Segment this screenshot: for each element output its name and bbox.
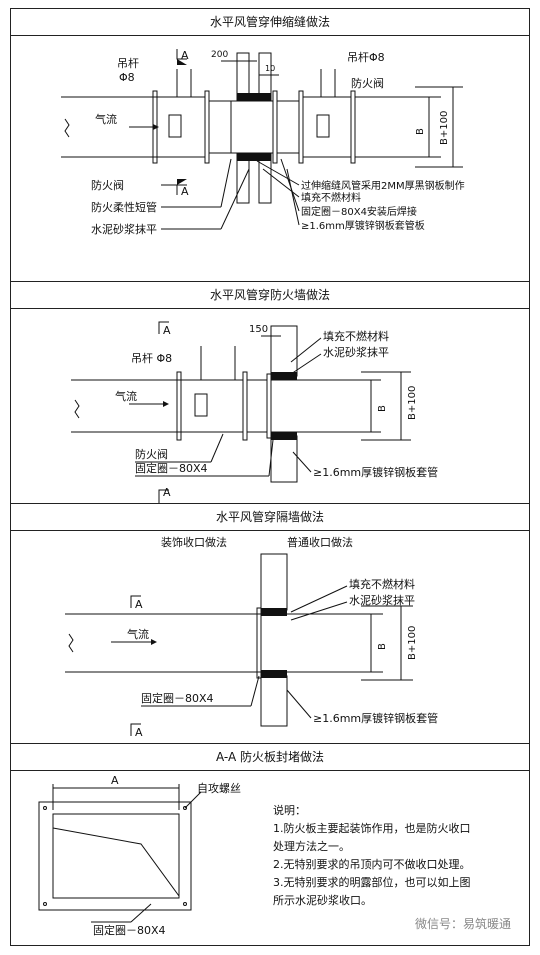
partition-wall-drawing: 装饰收口做法 普通收口做法 A A 填充不燃材料 水泥砂浆抹平 气流 B B+1… xyxy=(65,535,438,739)
fire-wall-drawing: A A 吊杆 Φ8 150 填充不燃材料 水泥砂浆抹平 气流 B B+100 防… xyxy=(71,321,438,504)
note-1b: 处理方法之一。 xyxy=(273,840,350,853)
dim-10: 10 xyxy=(265,64,275,73)
panel-title: A-A 防火板封堵做法 xyxy=(11,744,529,771)
mortar-label: 水泥砂浆抹平 xyxy=(91,222,157,236)
mortar-label: 水泥砂浆抹平 xyxy=(323,345,389,359)
dim-b: B xyxy=(377,405,388,412)
panel-partition-wall: 水平风管穿隔墙做法 xyxy=(11,503,529,744)
panel-title: 水平风管穿隔墙做法 xyxy=(11,504,529,531)
panel-title: 水平风管穿伸缩缝做法 xyxy=(11,9,529,36)
screw-label: 自攻螺丝 xyxy=(197,781,241,795)
flex-duct-label: 防火柔性短管 xyxy=(91,200,157,214)
airflow-label: 气流 xyxy=(127,627,149,641)
dim-b: B xyxy=(415,128,426,135)
firevalve-right-label: 防火阀 xyxy=(351,76,384,90)
panel-title: 水平风管穿防火墙做法 xyxy=(11,282,529,309)
notes-block: 说明： 1.防火板主要起装饰作用，也是防火收口 处理方法之一。 2.无特别要求的… xyxy=(273,802,525,910)
notes-heading: 说明： xyxy=(273,804,306,817)
mortar-label: 水泥砂浆抹平 xyxy=(349,593,415,607)
decor-label: 装饰收口做法 xyxy=(161,535,227,549)
section-a-bottom: A xyxy=(135,726,143,739)
hanger-right-label: 吊杆Φ8 xyxy=(347,50,385,64)
watermark: 微信号：易筑暖通 xyxy=(414,917,511,931)
fill-label: 填充不燃材料 xyxy=(323,329,389,343)
firevalve-left-label: 防火阀 xyxy=(91,178,124,192)
section-a-bottom: A xyxy=(163,486,171,499)
dim-b100: B+100 xyxy=(407,626,418,660)
section-a-top: A xyxy=(135,598,143,611)
panel-expansion-joint: 水平风管穿伸缩缝做法 xyxy=(11,9,529,281)
note-3b: 所示水泥砂浆收口。 xyxy=(273,894,372,907)
ring-label: 固定圈－80X4 xyxy=(93,923,166,937)
note-sleeve: ≥1.6mm厚镀锌钢板套管板 xyxy=(301,219,425,232)
note-fill: 填充不燃材料 xyxy=(301,191,361,204)
section-a-top: A xyxy=(163,324,171,337)
section-a-top: A xyxy=(181,49,189,62)
note-1a: 1.防火板主要起装饰作用，也是防火收口 xyxy=(273,822,471,835)
dim-150: 150 xyxy=(249,324,268,335)
panel-fireboard: A-A 防火板封堵做法 A 自攻螺丝 固定圈－80X4 说明 xyxy=(11,743,529,946)
expansion-joint-drawing: A A 吊杆 Φ8 吊杆Φ8 200 10 防火阀 气流 B B+100 防火阀… xyxy=(61,49,465,236)
panel-fire-wall: 水平风管穿防火墙做法 xyxy=(11,281,529,504)
dim-200: 200 xyxy=(211,50,228,60)
normal-label: 普通收口做法 xyxy=(287,535,353,549)
airflow-label: 气流 xyxy=(115,389,137,403)
sleeve-label: ≥1.6mm厚镀锌钢板套管 xyxy=(313,465,438,479)
sleeve-label: ≥1.6mm厚镀锌钢板套管 xyxy=(313,711,438,725)
fill-label: 填充不燃材料 xyxy=(349,577,415,591)
note-blackplate: 过伸缩缝风管采用2MM厚黑钢板制作 xyxy=(301,179,465,192)
fireboard-drawing: A 自攻螺丝 固定圈－80X4 xyxy=(38,774,241,937)
drawing-sheet: 水平风管穿伸缩缝做法 xyxy=(10,8,530,946)
note-2: 2.无特别要求的吊顶内可不做收口处理。 xyxy=(273,858,471,871)
dim-b100: B+100 xyxy=(407,386,418,420)
note-3a: 3.无特别要求的明露部位，也可以如上图 xyxy=(273,876,471,889)
dim-a: A xyxy=(111,774,119,787)
dim-b100: B+100 xyxy=(439,111,450,145)
dim-b: B xyxy=(377,643,388,650)
note-ring: 固定圈－80X4安装后焊接 xyxy=(301,205,417,218)
hanger-label: 吊杆 Φ8 xyxy=(131,351,172,365)
ring-label: 固定圈－80X4 xyxy=(141,691,214,705)
airflow-label: 气流 xyxy=(95,112,117,126)
hanger-left-size: Φ8 xyxy=(119,71,135,84)
hanger-left-label: 吊杆 xyxy=(117,56,139,70)
section-a-bottom: A xyxy=(181,185,189,198)
firevalve-label: 防火阀 xyxy=(135,447,168,461)
ring-label: 固定圈－80X4 xyxy=(135,461,208,475)
